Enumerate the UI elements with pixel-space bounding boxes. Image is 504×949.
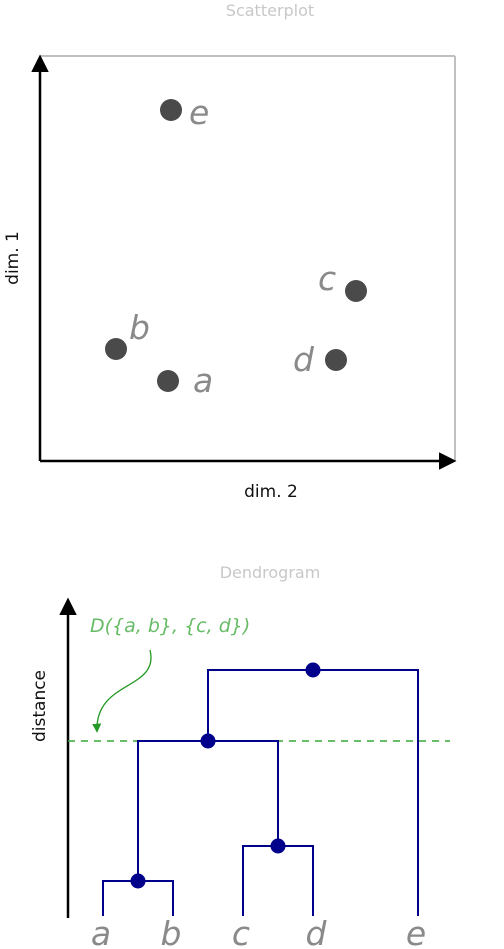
merge-node-abcde [305, 662, 321, 678]
dendrogram-title: Dendrogram [220, 563, 321, 582]
point-d [325, 349, 347, 371]
point-e [160, 99, 182, 121]
point-label-a: a [193, 361, 213, 400]
leaf-label-b: b [161, 914, 182, 949]
scatter-y-label: dim. 1 [3, 231, 23, 285]
point-label-e: e [189, 93, 209, 132]
scatterplot-title: Scatterplot [226, 1, 314, 20]
point-label-b: b [129, 308, 150, 347]
leaf-label-a: a [91, 914, 111, 949]
merge-node-abcd [200, 733, 216, 749]
annotation-arrow [92, 649, 152, 733]
point-c [345, 280, 367, 302]
leaf-label-e: e [406, 914, 426, 949]
point-a [157, 370, 179, 392]
distance-annotation: D({a, b}, {c, d}) [90, 615, 250, 637]
point-b [105, 338, 127, 360]
scatter-x-label: dim. 2 [244, 482, 298, 502]
point-label-d: d [293, 340, 315, 379]
merge-link-abcd [137, 740, 279, 881]
dendrogram-y-label: distance [30, 670, 50, 742]
leaf-label-d: d [306, 914, 328, 949]
scatterplot-panel: Scatterplot dim. 2 dim. 1 e c b d a [3, 1, 457, 502]
point-label-c: c [318, 259, 336, 298]
leaf-label-c: c [232, 914, 250, 949]
merge-node-cd [270, 838, 286, 854]
dendrogram-panel: Dendrogram distance D({a, b}, {c, d}) a … [30, 563, 450, 949]
merge-node-ab [130, 873, 146, 889]
merge-link-cd [242, 845, 314, 916]
